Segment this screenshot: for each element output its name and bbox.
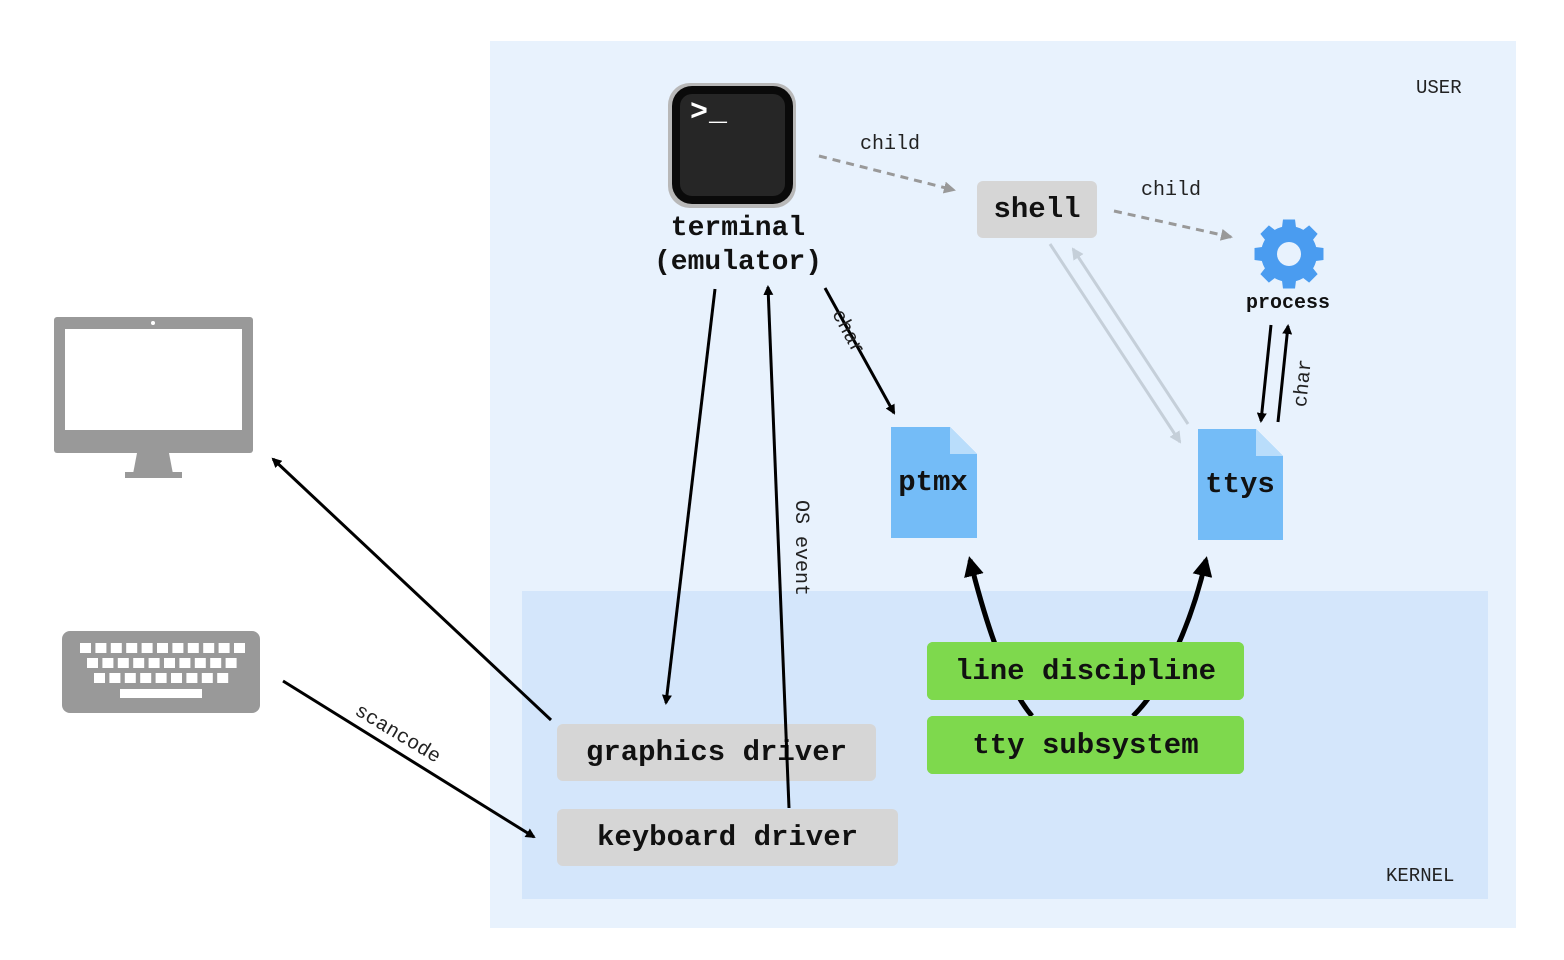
- keyboard-key: [87, 658, 98, 668]
- monitor-icon: [54, 317, 253, 478]
- keyboard-key: [157, 643, 168, 653]
- keyboard-key: [210, 658, 222, 668]
- edge-label-terminal-shell: child: [860, 133, 921, 156]
- keyboard-key: [95, 643, 107, 653]
- shell-box: shell: [977, 181, 1097, 238]
- ttys-label: ttys: [1205, 468, 1275, 501]
- keyboard-key: [117, 658, 129, 668]
- line-discipline-box-overlay: line discipline: [927, 642, 1244, 700]
- tty-subsystem-box-overlay: tty subsystem: [927, 716, 1244, 774]
- kernel-region-label: KERNEL: [1386, 865, 1455, 887]
- edge-label-shell-process: child: [1141, 179, 1202, 202]
- keyboard-driver-box: keyboard driver: [557, 809, 898, 866]
- keyboard-key: [140, 673, 152, 683]
- keyboard-key: [133, 658, 145, 668]
- keyboard-icon: [62, 631, 260, 713]
- ptmx-label: ptmx: [898, 466, 968, 499]
- keyboard-key: [217, 673, 229, 683]
- edge-label-os-event: OS event: [789, 500, 812, 597]
- keyboard-key: [194, 658, 206, 668]
- keyboard-key: [201, 673, 213, 683]
- keyboard-key: [203, 643, 215, 653]
- keyboard-key: [164, 658, 175, 668]
- keyboard-key: [155, 673, 167, 683]
- keyboard-key: [171, 673, 182, 683]
- keyboard-key: [234, 643, 245, 653]
- keyboard-key: [80, 643, 91, 653]
- keyboard-key: [102, 658, 114, 668]
- keyboard-spacebar: [120, 689, 202, 698]
- keyboard-key: [179, 658, 191, 668]
- keyboard-key: [148, 658, 160, 668]
- keyboard-key: [109, 673, 121, 683]
- keyboard-key: [186, 673, 198, 683]
- keyboard-key: [124, 673, 136, 683]
- edge-label-scancode: scancode: [350, 700, 445, 770]
- keyboard-key: [218, 643, 230, 653]
- keyboard-key: [141, 643, 153, 653]
- keyboard-key: [94, 673, 105, 683]
- keyboard-key: [126, 643, 138, 653]
- process-label: process: [1245, 292, 1331, 315]
- terminal-label-line1: terminal: [670, 213, 806, 244]
- keyboard-key: [187, 643, 199, 653]
- user-region-label: USER: [1416, 77, 1462, 99]
- terminal-label-line2: (emulator): [653, 247, 823, 278]
- graphics-driver-box: graphics driver: [557, 724, 876, 781]
- keyboard-key: [225, 658, 237, 668]
- terminal-prompt-glyph: >_: [690, 96, 729, 130]
- keyboard-key: [110, 643, 122, 653]
- keyboard-key: [172, 643, 184, 653]
